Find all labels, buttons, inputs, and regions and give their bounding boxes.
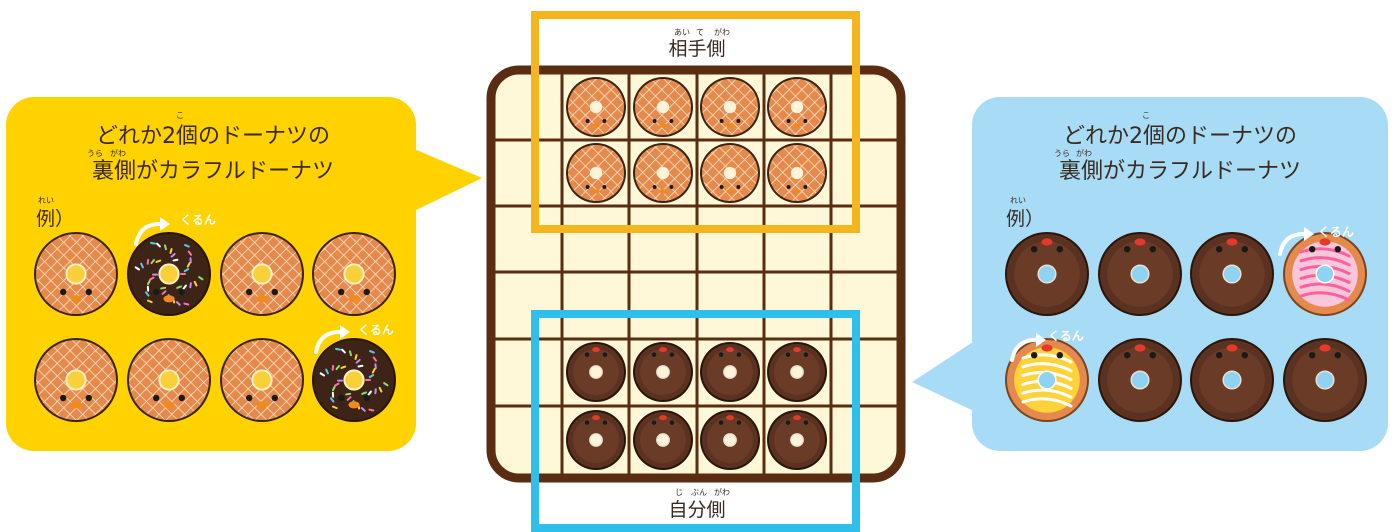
- chocolate-donut-icon: [1098, 338, 1182, 422]
- waffle-donut-icon: [34, 338, 118, 422]
- right-title-line2: 裏側がカラフルドーナツ: [1059, 159, 1301, 184]
- chocolate-donut-icon: [767, 342, 827, 402]
- flip-arrow-icon: [1278, 227, 1314, 256]
- left-ruby-gawa: がわ: [110, 148, 126, 158]
- left-speech-bubble: こ どれか2個のドーナツの うら がわ 裏側がカラフルドーナツ れい 例） くる…: [6, 97, 482, 451]
- left-title-line2: 裏側がカラフルドーナツ: [92, 159, 334, 184]
- waffle-donut-icon: [700, 77, 760, 137]
- waffle-donut-icon: [566, 143, 626, 203]
- right-example-label: 例）: [1006, 208, 1044, 230]
- chocolate-donut-icon: [633, 410, 693, 470]
- right-example-donuts: [1005, 227, 1367, 422]
- right-ruby-ura: うら: [1054, 149, 1070, 158]
- chocolate-donut-icon: [1283, 338, 1367, 422]
- right-bubble-tail: [912, 340, 976, 412]
- chocolate-donut-icon: [633, 342, 693, 402]
- right-ruby-rei: れい: [1010, 196, 1026, 205]
- chocolate-donut-icon: [700, 410, 760, 470]
- opponent-zone-highlight: [531, 11, 860, 233]
- waffle-donut-icon: [767, 143, 827, 203]
- right-ruby-ko: こ: [1142, 111, 1150, 120]
- waffle-donut-icon: [220, 338, 304, 422]
- yellow-icing-donut-icon: [1005, 338, 1089, 422]
- flip-arrow-icon: [314, 325, 350, 354]
- game-board: あい て がわ 相手側 じ ぶん がわ 自分側: [486, 11, 906, 532]
- pink-icing-donut-icon: [1283, 232, 1367, 316]
- flip-arrow-icon: [134, 217, 170, 246]
- player-ruby-1: じ: [675, 488, 683, 497]
- chocolate-donut-icon: [1098, 232, 1182, 316]
- waffle-donut-icon: [312, 232, 396, 316]
- sprinkle-chocolate-donut-icon: [312, 338, 396, 422]
- right-speech-bubble: こ どれか2個のドーナツの うら がわ 裏側がカラフルドーナツ れい 例） くる…: [912, 97, 1388, 451]
- chocolate-donut-icon: [767, 410, 827, 470]
- left-flip-sound-1: くるん: [180, 213, 216, 227]
- player-ruby-2: ぶん: [691, 488, 707, 497]
- left-example-donuts: [34, 217, 396, 422]
- opponent-ruby-3: がわ: [714, 27, 730, 37]
- waffle-donut-icon: [633, 143, 693, 203]
- chocolate-donut-icon: [1005, 232, 1089, 316]
- player-ruby-3: がわ: [714, 487, 730, 497]
- right-ruby-gawa: がわ: [1076, 148, 1092, 158]
- left-ruby-ura: うら: [87, 149, 103, 158]
- waffle-donut-icon: [127, 338, 211, 422]
- sprinkle-chocolate-donut-icon: [127, 232, 211, 316]
- left-ruby-ko: こ: [176, 111, 184, 120]
- waffle-donut-icon: [700, 143, 760, 203]
- opponent-side-label: 相手側: [668, 38, 725, 60]
- waffle-donut-icon: [633, 77, 693, 137]
- right-flip-sound-1: くるん: [1318, 225, 1354, 239]
- left-flip-sound-2: くるん: [358, 323, 394, 337]
- left-ruby-rei: れい: [38, 196, 54, 205]
- left-title-line1: どれか2個のドーナツの: [96, 124, 330, 149]
- waffle-donut-icon: [767, 77, 827, 137]
- player-side-label: 自分側: [668, 499, 725, 521]
- chocolate-donut-icon: [700, 342, 760, 402]
- chocolate-donut-icon: [566, 342, 626, 402]
- opponent-ruby-1: あい: [674, 28, 690, 37]
- chocolate-donut-icon: [566, 410, 626, 470]
- flip-arrow-icon: [1010, 333, 1046, 362]
- right-title-line1: どれか2個のドーナツの: [1063, 124, 1297, 149]
- board-grid: [495, 74, 897, 474]
- waffle-donut-icon: [34, 232, 118, 316]
- player-zone-highlight: [531, 310, 860, 532]
- waffle-donut-icon: [220, 232, 304, 316]
- left-example-label: 例）: [36, 208, 74, 230]
- left-bubble-tail: [412, 148, 482, 212]
- chocolate-donut-icon: [1190, 338, 1274, 422]
- waffle-donut-icon: [566, 77, 626, 137]
- opponent-ruby-2: て: [696, 28, 704, 37]
- chocolate-donut-icon: [1190, 232, 1274, 316]
- right-flip-sound-2: くるん: [1048, 329, 1084, 343]
- board-pieces: [566, 77, 827, 470]
